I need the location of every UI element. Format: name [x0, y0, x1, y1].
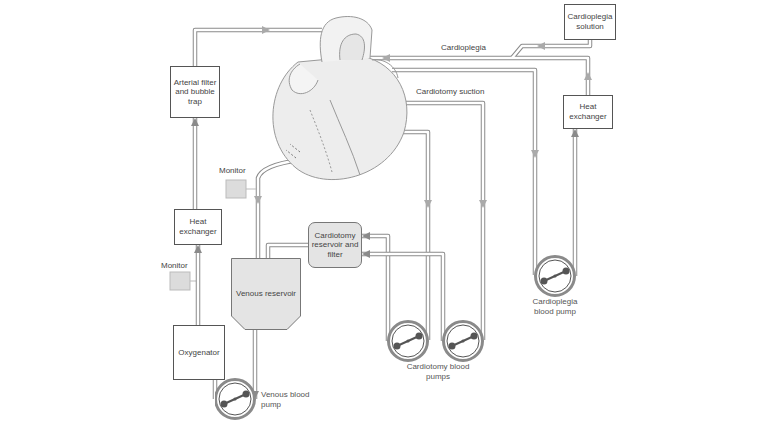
- pump-label: Venous blood pump: [261, 390, 313, 409]
- process-box: Heat exchanger: [563, 95, 613, 129]
- tubing-connector: [191, 118, 199, 209]
- pump-symbol: Venous blood pump: [215, 378, 315, 420]
- roller-pump: [215, 378, 257, 420]
- reservoir-shape: Venous reservoir: [231, 258, 301, 330]
- node-label: Cardiotomy reservoir and filter: [311, 231, 359, 260]
- pump-label: Cardiotomy blood pumps: [398, 362, 478, 381]
- supply-box: Cardioplegia solution: [564, 4, 616, 40]
- process-box: Arterial filter and bubble trap: [170, 66, 220, 118]
- process-box: Oxygenator: [173, 325, 225, 380]
- node-label: Oxygenator: [178, 348, 219, 358]
- line-label: Cardiotomy suction: [415, 87, 485, 96]
- pump-label: Cardioplegia blood pump: [525, 297, 585, 316]
- monitor-label: Monitor: [218, 166, 247, 175]
- tubing-connector: [194, 245, 202, 325]
- monitor-label: Monitor: [160, 261, 189, 270]
- tubing-connector: [268, 245, 308, 258]
- pump-symbol: Cardioplegia blood pump: [525, 255, 585, 316]
- tubing-connector: [362, 232, 388, 341]
- tubing-connector: [571, 129, 579, 276]
- node-label: Heat exchanger: [566, 102, 610, 121]
- node-label: Heat exchanger: [177, 217, 219, 236]
- roller-pump: [525, 255, 585, 297]
- process-box: Heat exchanger: [174, 209, 222, 245]
- reservoir-box: Cardiotomy reservoir and filter: [308, 222, 362, 268]
- node-label: Venous reservoir: [236, 289, 296, 299]
- pump-symbol: Cardiotomy blood pumps: [383, 320, 493, 381]
- line-label: Cardioplegia: [440, 43, 487, 52]
- node-label: Arterial filter and bubble trap: [173, 78, 217, 107]
- node-label: Cardioplegia solution: [567, 12, 613, 31]
- roller-pump: [383, 320, 493, 362]
